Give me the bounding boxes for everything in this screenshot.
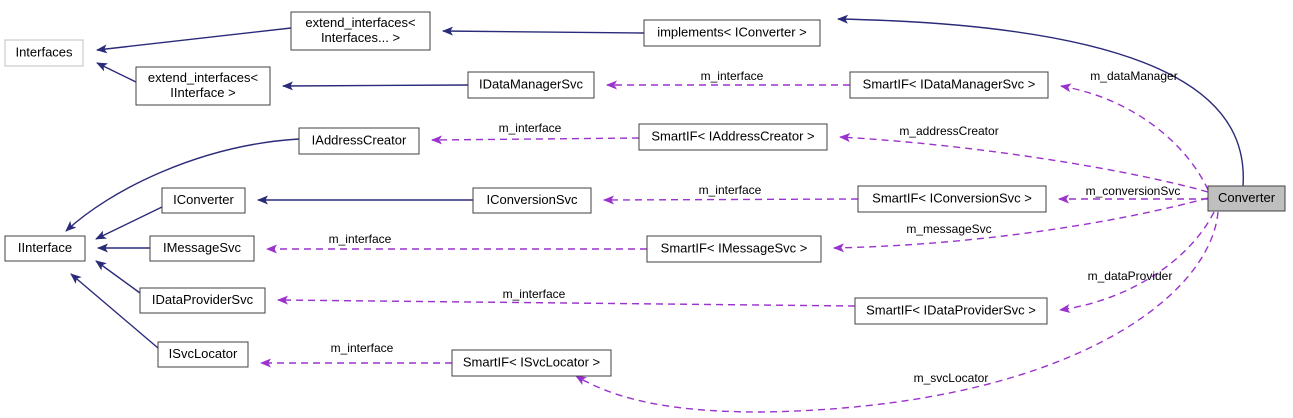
node-label-smartif_isvclocator: SmartIF< ISvcLocator > (463, 354, 600, 369)
node-label-idataprovidersvc: IDataProviderSvc (152, 292, 254, 307)
node-label-idatamanagersvc: IDataManagerSvc (479, 76, 584, 91)
node-smartif_iaddress[interactable]: SmartIF< IAddressCreator > (638, 123, 828, 151)
node-box-idatamanagersvc[interactable] (467, 71, 595, 99)
lbl-m-interface-sl: m_interface (331, 341, 394, 355)
lbl-m-messagesvc: m_messageSvc (906, 222, 991, 236)
node-box-iinterface[interactable] (4, 235, 86, 262)
lbl-m-interface-ac: m_interface (499, 121, 562, 135)
diagram-edge-labels: m_interface m_dataManager m_interface m_add… (329, 69, 1181, 385)
edge-converter-to-smartif-iaddress (839, 133, 1209, 193)
node-interfaces[interactable]: Interfaces (4, 39, 84, 67)
node-smartif_isvclocator[interactable]: SmartIF< ISvcLocator > (451, 349, 612, 377)
node-idatamanagersvc[interactable]: IDataManagerSvc (467, 71, 595, 99)
node-box-smartif_idataprov[interactable] (854, 297, 1048, 325)
node-imessagesvc[interactable]: IMessageSvc (149, 235, 255, 262)
node-label-iinterface: IInterface (18, 240, 72, 255)
node-idataprovidersvc[interactable]: IDataProviderSvc (139, 287, 266, 314)
node-isvclocator[interactable]: ISvcLocator (157, 341, 249, 368)
node-box-extend_variadic[interactable] (290, 11, 431, 51)
diagram-nodes: Interfacesextend_interfaces<Interfaces..… (4, 11, 1286, 377)
lbl-m-interface-cs: m_interface (699, 183, 762, 197)
node-box-extend_iinterface[interactable] (135, 66, 271, 106)
edge-converter-to-smartif-idatamanager (1060, 83, 1209, 191)
node-box-iconversionsvc[interactable] (472, 187, 592, 214)
node-extend_iinterface[interactable]: extend_interfaces<IInterface > (135, 66, 271, 106)
node-iinterface[interactable]: IInterface (4, 235, 86, 262)
node-iconversionsvc[interactable]: IConversionSvc (472, 187, 592, 214)
node-box-imessagesvc[interactable] (149, 235, 255, 262)
lbl-m-interface-dp: m_interface (503, 287, 566, 301)
node-label-iconverter: IConverter (173, 192, 234, 207)
node-box-isvclocator[interactable] (157, 341, 249, 368)
usage-edges (260, 80, 1219, 413)
edge-extend-iinterface-to-interfaces (96, 62, 137, 83)
node-label-converter: Converter (1218, 190, 1276, 205)
node-label-iconversionsvc: IConversionSvc (486, 192, 578, 207)
edge-smartif-idataprov-to-idataprovidersvc (277, 295, 856, 307)
edge-iconverter-to-iinterface (95, 206, 163, 240)
node-label-smartif_iconversion: SmartIF< IConversionSvc > (872, 190, 1032, 205)
lbl-m-interface-dm: m_interface (701, 69, 764, 83)
node-box-idataprovidersvc[interactable] (139, 287, 266, 314)
edge-isvclocator-to-iinterface (70, 273, 159, 349)
node-box-smartif_idatamanager[interactable] (849, 71, 1049, 99)
node-label-smartif_idatamanager: SmartIF< IDataManagerSvc > (863, 76, 1036, 91)
node-box-smartif_isvclocator[interactable] (451, 349, 612, 377)
node-box-iaddresscreator[interactable] (298, 127, 420, 155)
edge-smartif-iaddress-to-iaddresscreator (431, 135, 640, 145)
edge-extend-variadic-to-interfaces (96, 27, 292, 54)
node-box-smartif_imessage[interactable] (646, 235, 822, 263)
node-label-smartif_imessage: SmartIF< IMessageSvc > (661, 240, 808, 255)
lbl-m-datamanager: m_dataManager (1090, 69, 1177, 83)
lbl-m-conversionsvc: m_conversionSvc (1086, 184, 1181, 198)
node-label-isvclocator: ISvcLocator (169, 346, 238, 361)
node-smartif_imessage[interactable]: SmartIF< IMessageSvc > (646, 235, 822, 263)
node-smartif_iconversion[interactable]: SmartIF< IConversionSvc > (857, 185, 1047, 213)
node-label-extend_iinterface: extend_interfaces< (148, 70, 258, 85)
node-label-extend_variadic: extend_interfaces< (305, 15, 415, 30)
node-box-smartif_iconversion[interactable] (857, 185, 1047, 213)
node-box-iconverter[interactable] (161, 187, 246, 214)
node-extend_variadic[interactable]: extend_interfaces<Interfaces... > (290, 11, 431, 51)
node-box-smartif_iaddress[interactable] (638, 123, 828, 151)
node-label-imessagesvc: IMessageSvc (163, 240, 242, 255)
node-smartif_idatamanager[interactable]: SmartIF< IDataManagerSvc > (849, 71, 1049, 99)
node-label-implements_iconv: implements< IConverter > (657, 24, 807, 39)
node-label-smartif_iaddress: SmartIF< IAddressCreator > (651, 128, 814, 143)
node-box-interfaces[interactable] (4, 39, 84, 67)
node-label-extend_iinterface: IInterface > (170, 85, 235, 100)
node-box-implements_iconv[interactable] (643, 19, 821, 47)
lbl-m-interface-ms: m_interface (329, 232, 392, 246)
node-iconverter[interactable]: IConverter (161, 187, 246, 214)
lbl-m-dataprovider: m_dataProvider (1088, 269, 1173, 283)
node-box-converter[interactable] (1207, 185, 1286, 212)
node-smartif_idataprov[interactable]: SmartIF< IDataProviderSvc > (854, 297, 1048, 325)
node-label-interfaces: Interfaces (15, 44, 73, 59)
node-label-smartif_idataprov: SmartIF< IDataProviderSvc > (866, 302, 1036, 317)
node-label-extend_variadic: Interfaces... > (321, 30, 400, 45)
edge-converter-to-smartif-idataprov (1059, 211, 1215, 314)
lbl-m-addresscreator: m_addressCreator (899, 124, 998, 138)
edge-converter-to-smartif-imessage (833, 197, 1209, 253)
edge-converter-to-implements (837, 14, 1244, 187)
lbl-m-svclocator: m_svcLocator (914, 371, 989, 385)
edge-idataprovidersvc-to-iinterface (95, 260, 141, 294)
edge-idatamanagersvc-to-extend-iinterface (282, 81, 469, 91)
edge-iaddresscreator-to-iinterface (65, 138, 300, 232)
node-implements_iconv[interactable]: implements< IConverter > (643, 19, 821, 47)
node-iaddresscreator[interactable]: IAddressCreator (298, 127, 420, 155)
node-label-iaddresscreator: IAddressCreator (312, 132, 407, 147)
inheritance-edges (65, 14, 1244, 349)
node-converter[interactable]: Converter (1207, 185, 1286, 212)
edge-implements-to-extend-variadic (442, 26, 645, 36)
edge-smartif-iconversion-to-iconversionsvc (603, 195, 859, 205)
edge-converter-to-smartif-isvclocator (575, 211, 1219, 413)
